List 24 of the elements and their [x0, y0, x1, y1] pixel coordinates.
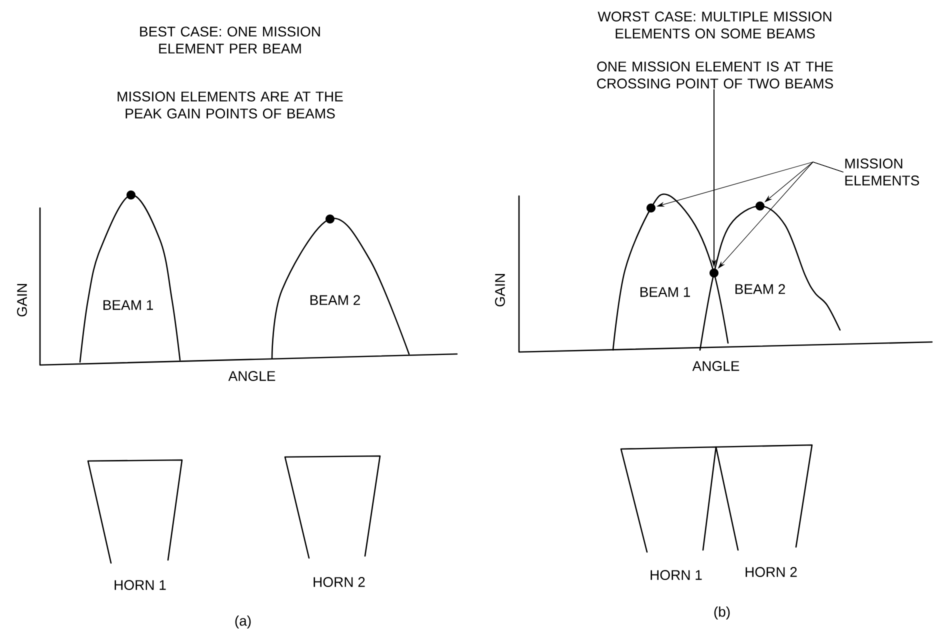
beam-label: BEAM 2 [310, 295, 360, 305]
axis-label: ANGLE [228, 371, 276, 381]
axis-label: ANGLE [692, 361, 740, 371]
horn-label: HORN 1 [114, 580, 166, 590]
heading-text: ONE MISSION ELEMENT IS AT THE CROSSING POINT OF TWO BEAMS [597, 62, 833, 88]
axis-label: GAIN [17, 284, 27, 316]
mission-element-dot [326, 214, 334, 224]
mission-element-dot [710, 268, 718, 278]
panel-label: (b) [714, 606, 730, 620]
horn-label: HORN 2 [746, 567, 797, 577]
heading-text: BEST CASE: ONE MISSION ELEMENT PER BEAM [140, 26, 320, 54]
beam-label: BEAM 1 [640, 287, 690, 297]
horn-label: HORN 1 [650, 570, 702, 580]
mission-element-dot [126, 190, 136, 200]
panel-label: (a) [235, 615, 251, 629]
callout-text: MISSION ELEMENTS [845, 158, 920, 186]
axis-label: GAIN [495, 274, 505, 306]
mission-element-dot [646, 204, 656, 212]
heading-text: MISSION ELEMENTS ARE AT THE PEAK GAIN POINTS OF BEAMS [118, 92, 343, 118]
beam-label: BEAM 1 [103, 300, 153, 310]
heading-text: WORST CASE: MULTIPLE MISSION ELEMENTS ON SOME BEAMS [598, 12, 832, 38]
beam-label: BEAM 2 [735, 284, 785, 294]
horn-label: HORN 2 [314, 577, 365, 587]
mission-element-dot [756, 202, 764, 210]
